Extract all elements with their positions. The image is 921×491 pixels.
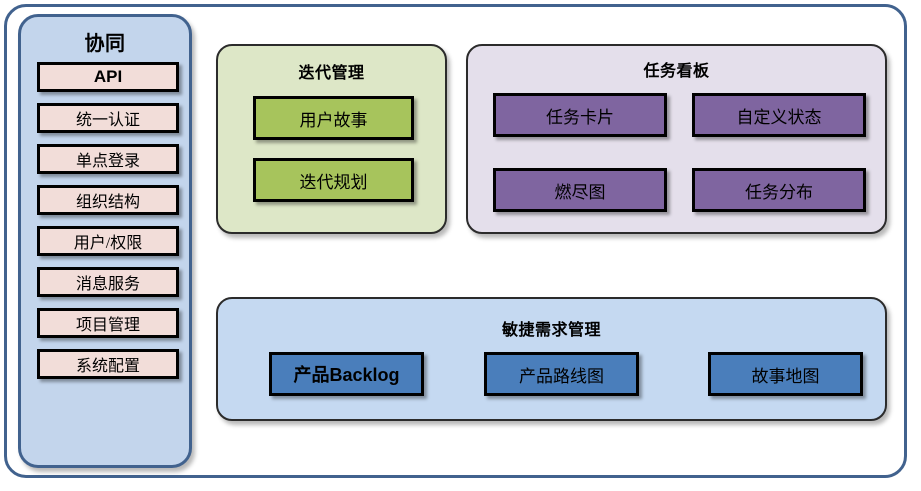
sidebar-item-label: 用户/权限 (73, 235, 143, 252)
iteration-item-user-story[interactable]: 用户故事 (253, 96, 414, 140)
sidebar-item-api[interactable]: API (37, 62, 179, 92)
iteration-item-label: 迭代规划 (299, 172, 368, 192)
panel-iteration-management: 迭代管理 用户故事 迭代规划 (216, 44, 447, 234)
iteration-panel-title: 迭代管理 (298, 65, 365, 82)
sidebar-item-single-sign-on[interactable]: 单点登录 (37, 144, 179, 174)
sidebar-item-user-permission[interactable]: 用户/权限 (37, 226, 179, 256)
sidebar-panel-collaboration: 协同 API 统一认证 单点登录 组织结构 用户/权限 消息服务 项目管理 系统… (18, 14, 192, 468)
iteration-item-iteration-planning[interactable]: 迭代规划 (253, 158, 414, 202)
taskboard-item-custom-status[interactable]: 自定义状态 (692, 93, 866, 137)
panel-task-board: 任务看板 任务卡片 自定义状态 燃尽图 任务分布 (466, 44, 887, 234)
iteration-item-label: 用户故事 (299, 110, 368, 130)
taskboard-item-label: 任务卡片 (546, 107, 614, 127)
taskboard-item-label: 自定义状态 (736, 107, 822, 127)
sidebar-item-project-management[interactable]: 项目管理 (37, 308, 179, 338)
taskboard-panel-title: 任务看板 (643, 63, 710, 80)
agile-item-label: 故事地图 (751, 366, 820, 386)
agile-panel-title: 敏捷需求管理 (501, 322, 601, 339)
sidebar-item-label: 单点登录 (75, 153, 140, 170)
agile-item-label: 产品Backlog (293, 365, 400, 385)
sidebar-item-label: 组织结构 (75, 194, 140, 211)
sidebar-item-system-config[interactable]: 系统配置 (37, 349, 179, 379)
taskboard-item-task-card[interactable]: 任务卡片 (493, 93, 667, 137)
sidebar-item-message-service[interactable]: 消息服务 (37, 267, 179, 297)
taskboard-item-label: 燃尽图 (554, 182, 606, 202)
agile-item-label: 产品路线图 (519, 366, 604, 386)
sidebar-item-label: 统一认证 (75, 112, 140, 129)
sidebar-title: 协同 (84, 33, 126, 55)
sidebar-item-label: API (93, 67, 123, 86)
sidebar-item-org-structure[interactable]: 组织结构 (37, 185, 179, 215)
panel-agile-requirement-management: 敏捷需求管理 产品Backlog 产品路线图 故事地图 (216, 297, 887, 421)
agile-item-story-map[interactable]: 故事地图 (708, 352, 863, 396)
sidebar-item-label: 消息服务 (75, 276, 140, 293)
sidebar-item-label: 项目管理 (75, 317, 140, 334)
sidebar-item-label: 系统配置 (75, 358, 140, 375)
taskboard-item-burndown-chart[interactable]: 燃尽图 (493, 168, 667, 212)
sidebar-item-unified-auth[interactable]: 统一认证 (37, 103, 179, 133)
taskboard-item-task-distribution[interactable]: 任务分布 (692, 168, 866, 212)
agile-item-product-roadmap[interactable]: 产品路线图 (484, 352, 639, 396)
agile-item-product-backlog[interactable]: 产品Backlog (269, 352, 424, 396)
taskboard-item-label: 任务分布 (745, 182, 813, 202)
sidebar-item-list: API 统一认证 单点登录 组织结构 用户/权限 消息服务 项目管理 系统配置 (37, 62, 179, 390)
